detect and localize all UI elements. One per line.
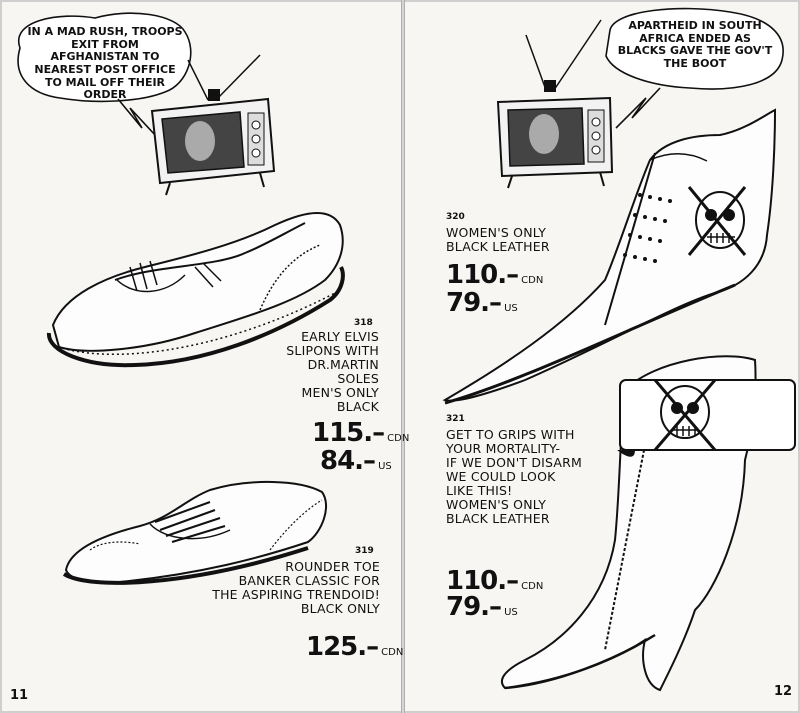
item-321-number: 321 <box>446 414 465 424</box>
item-319-desc-line-4: BLACK ONLY <box>300 601 380 616</box>
item-321-desc-line-6: WOMEN'S ONLY <box>446 497 547 512</box>
item-321-desc-line-7: BLACK LEATHER <box>446 511 550 526</box>
item-319-price-cdn: 125.–CDN <box>306 632 403 662</box>
item-321-desc-line-3: IF WE DON'T DISARM <box>446 455 583 470</box>
boot-320-illustration <box>442 108 777 405</box>
book-gutter <box>401 0 405 713</box>
page-number-right: 12 <box>774 684 793 699</box>
item-318-desc-line-4: MEN'S ONLY <box>301 385 379 400</box>
item-319-description: ROUNDER TOE BANKER CLASSIC FOR THE ASPIR… <box>180 560 380 616</box>
item-319-desc-line-3: THE ASPIRING TRENDOID! <box>212 587 380 602</box>
item-320-desc-line-1: WOMEN'S ONLY <box>446 225 547 240</box>
item-320-price-us-amount: 79.– <box>446 288 502 318</box>
item-319-price-cdn-currency: CDN <box>381 647 404 658</box>
shoe-318-illustration <box>47 211 345 368</box>
item-321-desc-line-5: LIKE THIS! <box>446 483 513 498</box>
item-318-desc-line-1: EARLY ELVIS <box>301 329 379 344</box>
item-318-price-cdn-amount: 115.– <box>312 418 385 448</box>
item-318-description: EARLY ELVIS SLIPONS WITH DR.MARTIN SOLES… <box>264 330 379 414</box>
item-320-price-cdn-currency: CDN <box>521 275 544 286</box>
item-320-desc-line-2: BLACK LEATHER <box>446 239 550 254</box>
item-319-price-cdn-amount: 125.– <box>306 632 379 662</box>
item-321-desc-line-2: YOUR MORTALITY- <box>446 441 561 456</box>
tv-left-illustration <box>150 54 276 196</box>
item-321-price-cdn-currency: CDN <box>521 581 544 592</box>
item-318-price-us: 84.–US <box>320 446 392 476</box>
item-318-desc-line-2: SLIPONS WITH <box>286 343 379 358</box>
item-320-price-cdn: 110.–CDN <box>446 260 543 290</box>
item-321-price-us: 79.–US <box>446 592 518 622</box>
item-321-desc-line-4: WE COULD LOOK <box>446 469 556 484</box>
item-318-price-cdn: 115.–CDN <box>312 418 409 448</box>
item-320-description: WOMEN'S ONLY BLACK LEATHER <box>446 226 586 254</box>
speech-bubble-right-text: APARTHEID IN SOUTH AFRICA ENDED AS BLACK… <box>617 19 773 70</box>
item-321-price-cdn: 110.–CDN <box>446 566 543 596</box>
item-321-desc-line-1: GET TO GRIPS WITH <box>446 427 575 442</box>
item-320-price-us: 79.–US <box>446 288 518 318</box>
item-321-price-us-amount: 79.– <box>446 592 502 622</box>
item-318-desc-line-5: BLACK <box>336 399 379 414</box>
item-318-price-cdn-currency: CDN <box>387 433 410 444</box>
item-321-price-cdn-amount: 110.– <box>446 566 519 596</box>
item-319-desc-line-1: ROUNDER TOE <box>285 559 380 574</box>
item-321-price-us-currency: US <box>504 607 518 618</box>
speech-bubble-left-text: IN A MAD RUSH, TROOPS EXIT FROM AFGHANIS… <box>27 25 183 102</box>
item-320-number: 320 <box>446 212 465 222</box>
item-318-number: 318 <box>354 318 373 328</box>
boot-321-illustration <box>500 355 796 692</box>
item-318-desc-line-3: DR.MARTIN SOLES <box>307 357 379 386</box>
item-321-description: GET TO GRIPS WITH YOUR MORTALITY- IF WE … <box>446 428 616 526</box>
shoe-319-illustration <box>62 480 327 585</box>
item-319-number: 319 <box>355 546 374 556</box>
item-319-desc-line-2: BANKER CLASSIC FOR <box>238 573 380 588</box>
item-318-price-us-currency: US <box>378 461 392 472</box>
item-320-price-us-currency: US <box>504 303 518 314</box>
item-320-price-cdn-amount: 110.– <box>446 260 519 290</box>
item-318-price-us-amount: 84.– <box>320 446 376 476</box>
page-number-left: 11 <box>10 688 29 703</box>
tv-right-illustration <box>496 19 614 189</box>
